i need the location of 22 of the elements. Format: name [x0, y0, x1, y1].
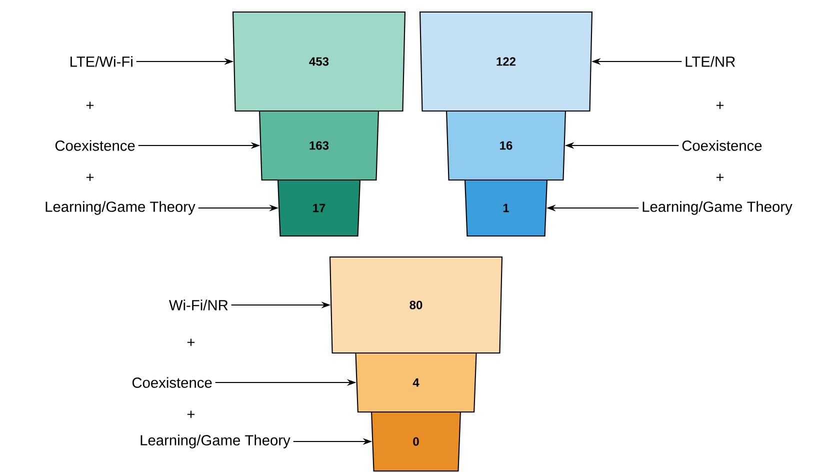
plus-sign: +: [86, 102, 94, 109]
funnel-segment: 17: [277, 179, 361, 237]
stage-label: Learning/Game Theory: [46, 201, 196, 215]
funnel-segment: 122: [419, 11, 593, 112]
plus-sign: +: [187, 338, 195, 346]
stage-label: Coexistence: [132, 377, 212, 388]
stage-label: Learning/Game Theory: [140, 434, 290, 448]
plus-sign: +: [187, 410, 195, 418]
plus-sign: +: [86, 174, 94, 181]
plus-sign: +: [716, 174, 724, 181]
funnel-segment: 80: [329, 256, 503, 354]
stage-label: Coexistence: [55, 140, 135, 151]
funnel-segment: 453: [232, 11, 406, 112]
funnel-segment: 163: [258, 110, 380, 181]
stage-label: LTE/NR: [686, 56, 735, 67]
funnel-segment: 1: [464, 179, 548, 237]
stage-label: LTE/Wi-Fi: [70, 56, 132, 67]
stage-label: Learning/Game Theory: [642, 201, 792, 215]
stage-label: Coexistence: [682, 140, 762, 151]
funnel-segment: 4: [355, 352, 477, 413]
stage-label: Wi-Fi/NR: [169, 300, 228, 310]
plus-sign: +: [716, 102, 724, 109]
